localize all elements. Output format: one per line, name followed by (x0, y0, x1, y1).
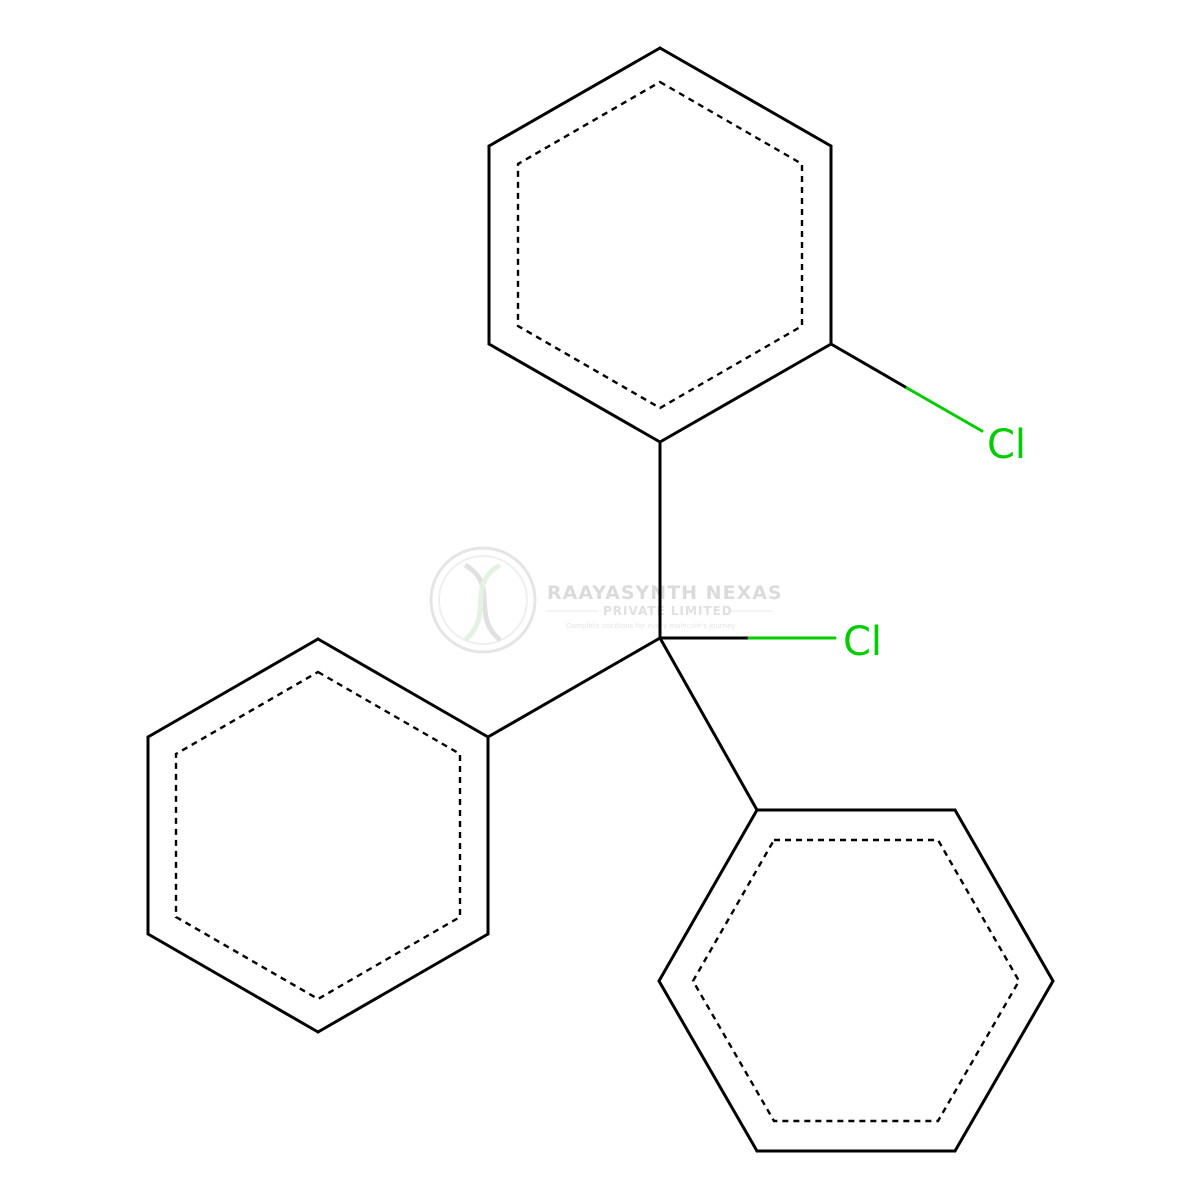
bond (829, 342, 909, 390)
aromatic-circle (174, 670, 462, 1001)
bond (657, 979, 759, 1153)
aromatic-circle (691, 838, 1021, 1123)
bond (146, 932, 320, 1034)
bond (487, 46, 662, 148)
watermark: RAAYASYNTH NEXAS PRIVATE LIMITED Complet… (429, 546, 783, 654)
atom-label-cl-central: Cl (843, 619, 882, 665)
bond (658, 342, 833, 444)
watermark-subtitle: PRIVATE LIMITED (603, 604, 733, 618)
bond-to-right-ring (658, 636, 759, 812)
bond (487, 342, 662, 444)
bond-to-left-ring (486, 636, 662, 739)
watermark-logo-inner-ring (438, 555, 528, 645)
watermark-tagline: Complete solutions for every molecule's … (566, 622, 735, 630)
watermark-dna-strand-icon-2 (463, 562, 502, 642)
watermark-company-name: RAAYASYNTH NEXAS (547, 582, 783, 604)
ring-chlorine-bond (829, 342, 984, 433)
ring-top (487, 46, 833, 444)
aromatic-circle (516, 80, 804, 410)
bond (657, 808, 759, 983)
bond-colored (905, 386, 984, 433)
central-carbon-bonds (486, 440, 837, 812)
bond (953, 979, 1055, 1153)
bond (146, 637, 320, 739)
bond (316, 932, 490, 1034)
watermark-logo-ring (429, 546, 537, 654)
bond (658, 46, 833, 148)
watermark-dna-strand-icon (463, 562, 502, 642)
atom-label-cl-ring: Cl (987, 422, 1026, 468)
bond (953, 808, 1055, 983)
ring-right (657, 808, 1055, 1153)
ring-left (146, 637, 490, 1034)
bond (316, 637, 490, 739)
